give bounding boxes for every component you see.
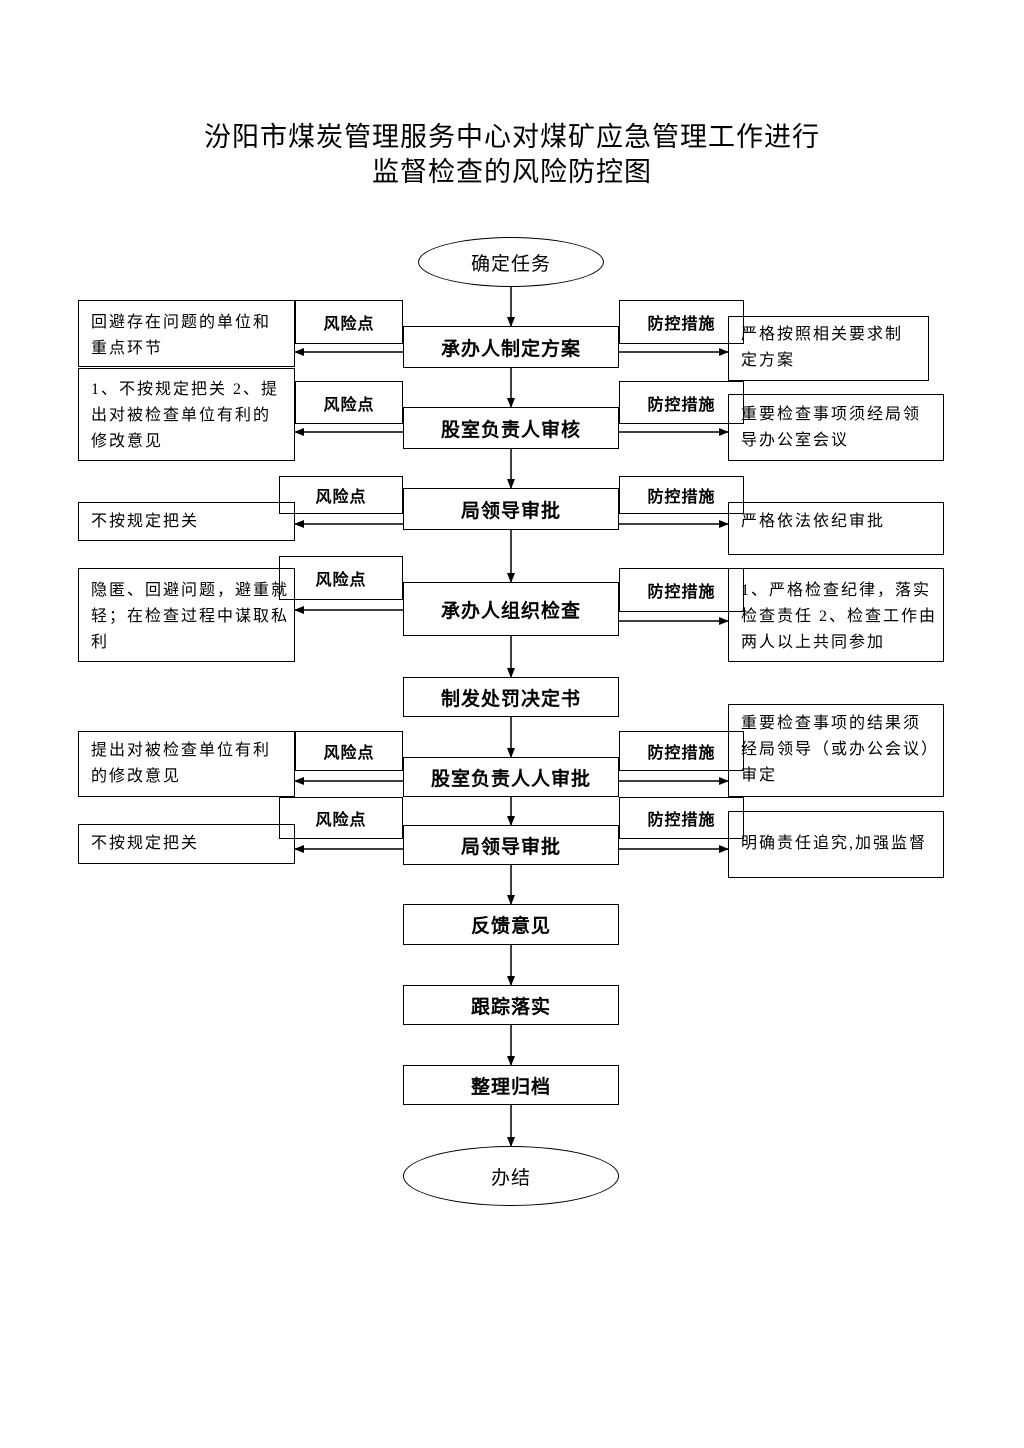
end-node: 办结 [403, 1146, 619, 1206]
risk-description: 不按规定把关 [78, 502, 295, 541]
title-line-1: 汾阳市煤炭管理服务中心对煤矿应急管理工作进行 [204, 122, 820, 152]
risk-text-line: 不按规定把关 [91, 513, 200, 530]
risk-point-label: 风险点 [295, 300, 403, 344]
risk-description: 提出对被检查单位有利 的修改意见 [78, 731, 295, 797]
risk-text-line: 利 [91, 634, 110, 651]
step-section-approval: 股室负责人人审批 [403, 757, 619, 797]
control-measure-description: 严格依法依纪审批 [728, 502, 944, 555]
step-issue-penalty-decision: 制发处罚决定书 [403, 677, 619, 717]
control-measure-label: 防控措施 [619, 568, 744, 612]
step-archive: 整理归档 [403, 1065, 619, 1105]
control-text-line: 两人以上共同参加 [741, 634, 886, 651]
control-measure-description: 重要检查事项须经局领 导办公室会议 [728, 394, 944, 461]
title-line-2: 监督检查的风险防控图 [372, 157, 652, 187]
control-measure-label: 防控措施 [619, 731, 744, 771]
step-label: 局领导审批 [460, 836, 561, 858]
risk-point-label: 风险点 [279, 556, 403, 600]
step-label: 制发处罚决定书 [440, 688, 581, 710]
start-node-label: 确定任务 [470, 253, 551, 275]
control-measure-label: 防控措施 [619, 797, 744, 839]
risk-point-label: 风险点 [279, 797, 403, 839]
risk-text-line: 轻；在检查过程中谋取私 [91, 608, 290, 625]
risk-point-label-text: 风险点 [315, 489, 367, 506]
risk-point-label-text: 风险点 [323, 396, 375, 414]
step-label: 跟踪落实 [470, 996, 551, 1018]
step-label: 整理归档 [470, 1076, 551, 1098]
control-measure-label: 防控措施 [619, 300, 744, 344]
risk-text-line: 1、不按规定把关 2、提 [91, 381, 280, 398]
control-text-line: 严格按照相关要求制 [741, 326, 904, 343]
control-text-line: 明确责任追究,加强监督 [741, 835, 928, 852]
risk-description: 不按规定把关 [78, 824, 295, 864]
risk-text-line: 重点环节 [91, 340, 164, 357]
control-measure-label: 防控措施 [619, 476, 744, 514]
risk-point-label-text: 风险点 [323, 745, 375, 762]
risk-point-label-text: 风险点 [315, 812, 367, 829]
step-leader-approval: 局领导审批 [403, 488, 619, 530]
control-measure-label-text: 防控措施 [647, 584, 716, 601]
control-text-line: 重要检查事项的结果须 [741, 715, 922, 732]
risk-point-label-text: 风险点 [323, 316, 375, 333]
control-text-line: 重要检查事项须经局领 [741, 406, 922, 423]
step-label: 反馈意见 [470, 916, 551, 937]
risk-text-line: 隐匿、回避问题，避重就 [91, 582, 290, 599]
step-section-review: 股室负责人审核 [403, 407, 619, 449]
control-measure-label-text: 防控措施 [647, 396, 716, 414]
risk-point-label-text: 风险点 [315, 572, 367, 589]
control-text-line: 经局领导（或办公会议） [741, 741, 940, 758]
step-label: 承办人制定方案 [440, 338, 581, 360]
control-text-line: 1、严格检查纪律，落实 [741, 582, 932, 599]
step-label: 承办人组织检查 [440, 600, 581, 622]
end-node-label: 办结 [490, 1167, 531, 1189]
control-measure-label-text: 防控措施 [647, 745, 716, 762]
step-draft-plan: 承办人制定方案 [403, 326, 619, 368]
risk-text-line: 修改意见 [91, 433, 164, 450]
step-feedback: 反馈意见 [403, 904, 619, 945]
control-measure-description: 明确责任追究,加强监督 [728, 811, 944, 878]
control-text-line: 审定 [741, 767, 778, 784]
control-text-line: 严格依法依纪审批 [741, 513, 886, 530]
risk-description: 1、不按规定把关 2、提 出对被检查单位有利的 修改意见 [78, 368, 295, 461]
control-measure-description: 1、严格检查纪律，落实 检查责任 2、检查工作由 两人以上共同参加 [728, 568, 944, 662]
step-organize-inspection: 承办人组织检查 [403, 582, 619, 636]
control-text-line: 导办公室会议 [741, 432, 850, 449]
risk-point-label: 风险点 [279, 476, 403, 514]
page-title: 汾阳市煤炭管理服务中心对煤矿应急管理工作进行 监督检查的风险防控图 [0, 120, 1024, 190]
risk-description: 回避存在问题的单位和 重点环节 [78, 300, 295, 367]
risk-text-line: 的修改意见 [91, 768, 182, 785]
control-measure-label-text: 防控措施 [647, 489, 716, 506]
control-measure-description: 严格按照相关要求制 定方案 [728, 316, 929, 381]
control-text-line: 检查责任 2、检查工作由 [741, 608, 938, 625]
risk-point-label: 风险点 [295, 731, 403, 771]
step-follow-up: 跟踪落实 [403, 985, 619, 1025]
control-measure-label-text: 防控措施 [647, 812, 716, 829]
control-measure-description: 重要检查事项的结果须 经局领导（或办公会议） 审定 [728, 704, 944, 797]
step-label: 股室负责人人审批 [430, 768, 591, 790]
risk-text-line: 出对被检查单位有利的 [91, 407, 272, 424]
step-label: 股室负责人审核 [440, 419, 581, 441]
risk-point-label: 风险点 [295, 381, 403, 424]
step-label: 局领导审批 [460, 500, 561, 522]
start-node: 确定任务 [418, 237, 604, 287]
risk-description: 隐匿、回避问题，避重就 轻；在检查过程中谋取私 利 [78, 568, 295, 662]
risk-text-line: 回避存在问题的单位和 [91, 314, 272, 331]
control-measure-label: 防控措施 [619, 381, 744, 424]
control-text-line: 定方案 [741, 352, 796, 369]
step-leader-final-approval: 局领导审批 [403, 825, 619, 865]
control-measure-label-text: 防控措施 [647, 316, 716, 333]
risk-text-line: 提出对被检查单位有利 [91, 742, 272, 759]
risk-text-line: 不按规定把关 [91, 835, 200, 852]
